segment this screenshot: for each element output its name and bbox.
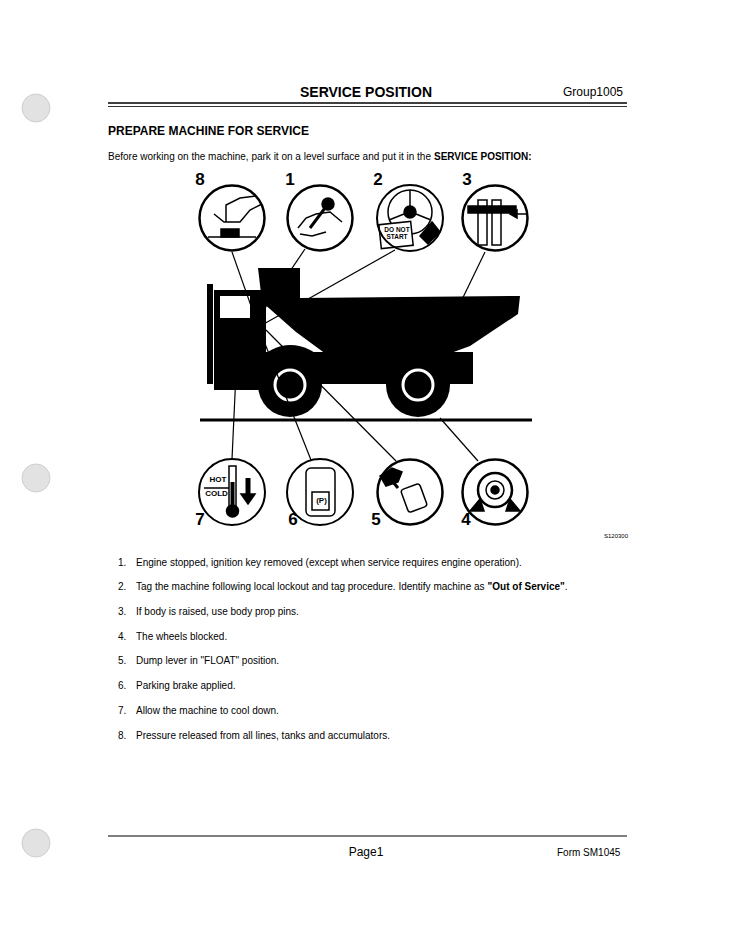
callout-number: 5 (371, 510, 380, 529)
intro-text: Before working on the machine, park it o… (108, 151, 431, 162)
icon-text: DO NOT START (382, 227, 412, 241)
list-number: 1. (118, 557, 126, 568)
page-title: SERVICE POSITION (300, 84, 432, 100)
list-text: The wheels blocked. (136, 631, 227, 642)
list-text: Tag the machine following local lockout … (136, 581, 485, 592)
list-text: . (565, 581, 568, 592)
list-text-line: If body is raised, use body prop pins. (136, 606, 299, 618)
icon-text: HOT (206, 476, 230, 484)
list-number: 3. (118, 606, 126, 617)
form-number: Form SM1045 (557, 847, 620, 858)
group-code: Group1005 (563, 85, 623, 99)
form-number-line: Form SM1045 (557, 847, 620, 859)
section-heading: PREPARE MACHINE FOR SERVICE (108, 124, 309, 138)
list-text-line: Parking brake applied. (136, 680, 236, 692)
list-number: 5. (118, 655, 126, 666)
list-text-line: Tag the machine following local lockout … (136, 581, 568, 593)
callout-number-line: 1 (285, 170, 294, 190)
list-text: Allow the machine to cool down. (136, 705, 279, 716)
list-text-line: Pressure released from all lines, tanks … (136, 730, 390, 742)
callout-number-line: 6 (288, 510, 297, 530)
list-text: Parking brake applied. (136, 680, 236, 691)
list-text: Dump lever in "FLOAT" position. (136, 655, 279, 666)
callout-number: 7 (195, 510, 204, 529)
callout-number: 4 (461, 510, 470, 529)
list-number-line: 3. (118, 606, 126, 618)
icon-text: COLD (203, 490, 230, 498)
list-number: 6. (118, 680, 126, 691)
list-number-line: 5. (118, 655, 126, 667)
callout-number-line: 4 (461, 510, 470, 530)
figure-number-line: S120300 (604, 533, 628, 540)
list-text-line: Dump lever in "FLOAT" position. (136, 655, 279, 667)
intro-text: SERVICE POSITION: (434, 151, 532, 162)
callout-number-line: 8 (195, 170, 204, 190)
list-number-line: 2. (118, 581, 126, 593)
page-number: Page1 (349, 845, 384, 859)
list-text: If body is raised, use body prop pins. (136, 606, 299, 617)
list-number-line: 4. (118, 631, 126, 643)
parking-brake-circle: (P) (286, 458, 354, 526)
callout-number-line: 2 (373, 170, 382, 190)
icon-text: (P) (313, 497, 330, 505)
list-text: Engine stopped, ignition key removed (ex… (136, 557, 522, 568)
group-code-line: Group1005 (563, 86, 623, 100)
callout-number: 8 (195, 170, 204, 189)
list-number-line: 8. (118, 730, 126, 742)
callout-number-line: 3 (462, 170, 471, 190)
list-text-line: Engine stopped, ignition key removed (ex… (136, 557, 522, 569)
section-heading-line: PREPARE MACHINE FOR SERVICE (108, 125, 309, 139)
list-text-line: The wheels blocked. (136, 631, 227, 643)
callout-number: 1 (285, 170, 294, 189)
callout-number: 2 (373, 170, 382, 189)
callout-number-line: 5 (371, 510, 380, 530)
callout-number: 6 (288, 510, 297, 529)
list-number: 4. (118, 631, 126, 642)
do-not-start-circle: DO NOT START (376, 184, 444, 252)
intro-text-line: Before working on the machine, park it o… (108, 151, 532, 163)
figure-number: S120300 (604, 533, 628, 539)
list-number-line: 7. (118, 705, 126, 717)
list-number: 2. (118, 581, 126, 592)
page-number-line: Page1 (349, 846, 384, 860)
list-text: Pressure released from all lines, tanks … (136, 730, 390, 741)
list-number: 8. (118, 730, 126, 741)
callout-number: 3 (462, 170, 471, 189)
list-text-line: Allow the machine to cool down. (136, 705, 279, 717)
callout-number-line: 7 (195, 510, 204, 530)
list-number: 7. (118, 705, 126, 716)
list-number-line: 6. (118, 680, 126, 692)
list-text: "Out of Service" (488, 581, 565, 592)
temperature-circle: HOT COLD (198, 458, 266, 526)
list-number-line: 1. (118, 557, 126, 569)
